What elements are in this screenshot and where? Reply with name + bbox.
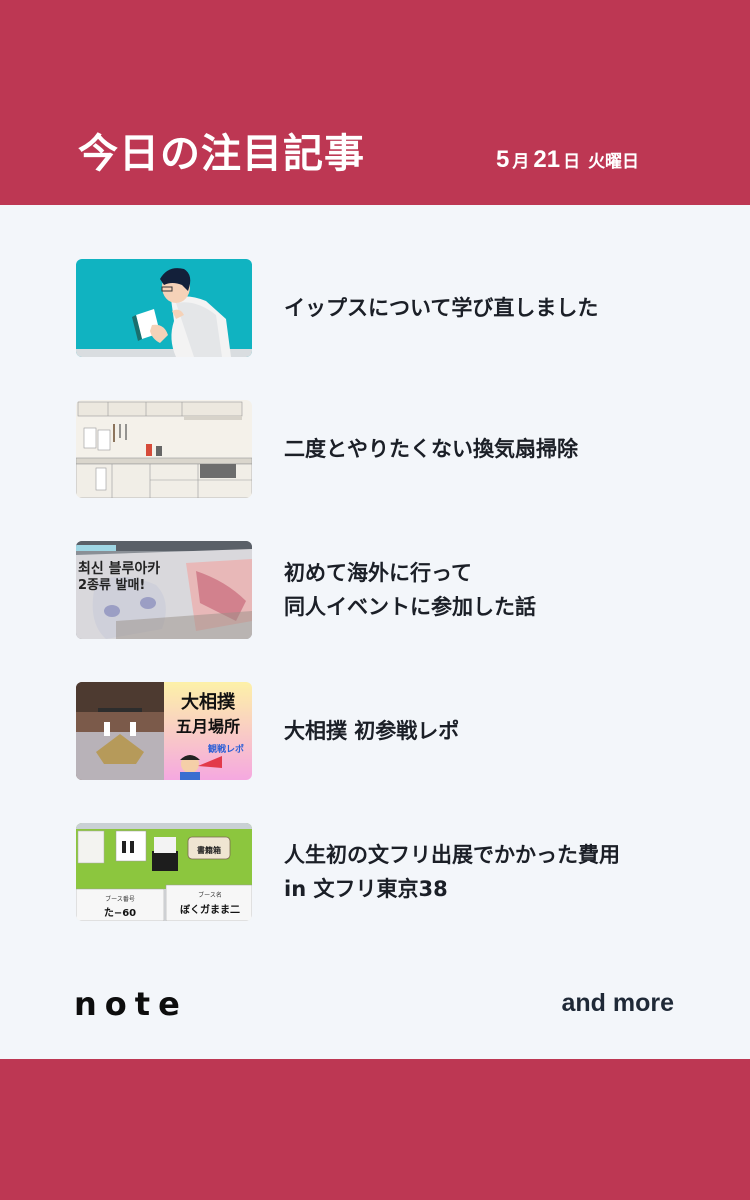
article-title-line: イップスについて学び直しました — [284, 296, 599, 320]
article-title-line: in 文フリ東京38 — [284, 877, 448, 901]
article-title-line: 二度とやりたくない換気扇掃除 — [284, 437, 578, 461]
svg-text:ぼくガまま二: ぼくガまま二 — [180, 903, 240, 916]
man-reading-illustration-icon — [76, 259, 252, 357]
article-item[interactable]: 최신 블루아카 2종류 발매! 初めて海外に行って 同人イベントに参加した話 — [76, 541, 696, 639]
svg-text:ブース名: ブース名 — [198, 891, 222, 899]
svg-text:大相撲: 大相撲 — [181, 691, 236, 713]
note-logo[interactable]: note — [74, 985, 188, 1023]
kitchen-illustration-icon — [76, 400, 252, 498]
date-month: 5 — [496, 146, 510, 173]
date-weekday: 火曜日 — [588, 152, 640, 172]
article-item[interactable]: 大相撲 五月場所 観戦レポ 大相撲 初参戦レポ — [76, 682, 696, 780]
article-title[interactable]: イップスについて学び直しました — [284, 259, 694, 357]
svg-text:観戦レポ: 観戦レポ — [208, 743, 244, 755]
date-day: 21 — [533, 146, 561, 173]
article-thumbnail[interactable]: 書籍箱 ブース番号 た−60 ブース名 ぼくガまま二 — [76, 823, 252, 921]
svg-text:ブース番号: ブース番号 — [105, 895, 135, 903]
footer-banner — [0, 1059, 750, 1200]
article-title-line: 人生初の文フリ出展でかかった費用 — [284, 843, 620, 867]
sumo-arena-photo-icon: 大相撲 五月場所 観戦レポ — [76, 682, 252, 780]
date-month-unit: 月 — [512, 152, 530, 172]
article-item[interactable]: 書籍箱 ブース番号 た−60 ブース名 ぼくガまま二 人生初の文フリ出展でかかっ… — [76, 823, 696, 921]
page-title: 今日の注目記事 — [78, 131, 365, 177]
article-thumbnail[interactable]: 최신 블루아카 2종류 발매! — [76, 541, 252, 639]
anime-banner-photo-icon: 최신 블루아카 2종류 발매! — [76, 541, 252, 639]
svg-text:최신 블루아카: 최신 블루아카 — [78, 560, 160, 577]
article-thumbnail[interactable]: 大相撲 五月場所 観戦レポ — [76, 682, 252, 780]
article-thumbnail[interactable] — [76, 400, 252, 498]
article-title[interactable]: 大相撲 初参戦レポ — [284, 682, 694, 780]
svg-text:2종류 발매!: 2종류 발매! — [78, 577, 145, 593]
svg-text:五月場所: 五月場所 — [176, 717, 240, 736]
booth-table-photo-icon: 書籍箱 ブース番号 た−60 ブース名 ぼくガまま二 — [76, 823, 252, 921]
date-day-unit: 日 — [563, 152, 581, 172]
and-more-link[interactable]: and more — [561, 989, 674, 1017]
article-thumbnail[interactable] — [76, 259, 252, 357]
article-item[interactable]: 二度とやりたくない換気扇掃除 — [76, 400, 696, 498]
article-title[interactable]: 二度とやりたくない換気扇掃除 — [284, 400, 694, 498]
svg-text:書籍箱: 書籍箱 — [197, 845, 221, 855]
article-title-line: 同人イベントに参加した話 — [284, 595, 536, 619]
svg-text:た−60: た−60 — [104, 907, 136, 919]
article-title-line: 大相撲 初参戦レポ — [284, 719, 460, 743]
article-title-line: 初めて海外に行って — [284, 561, 472, 585]
article-title[interactable]: 人生初の文フリ出展でかかった費用 in 文フリ東京38 — [284, 823, 694, 921]
footer-row: note and more — [0, 980, 750, 1030]
article-item[interactable]: イップスについて学び直しました — [76, 259, 696, 357]
article-title[interactable]: 初めて海外に行って 同人イベントに参加した話 — [284, 541, 694, 639]
